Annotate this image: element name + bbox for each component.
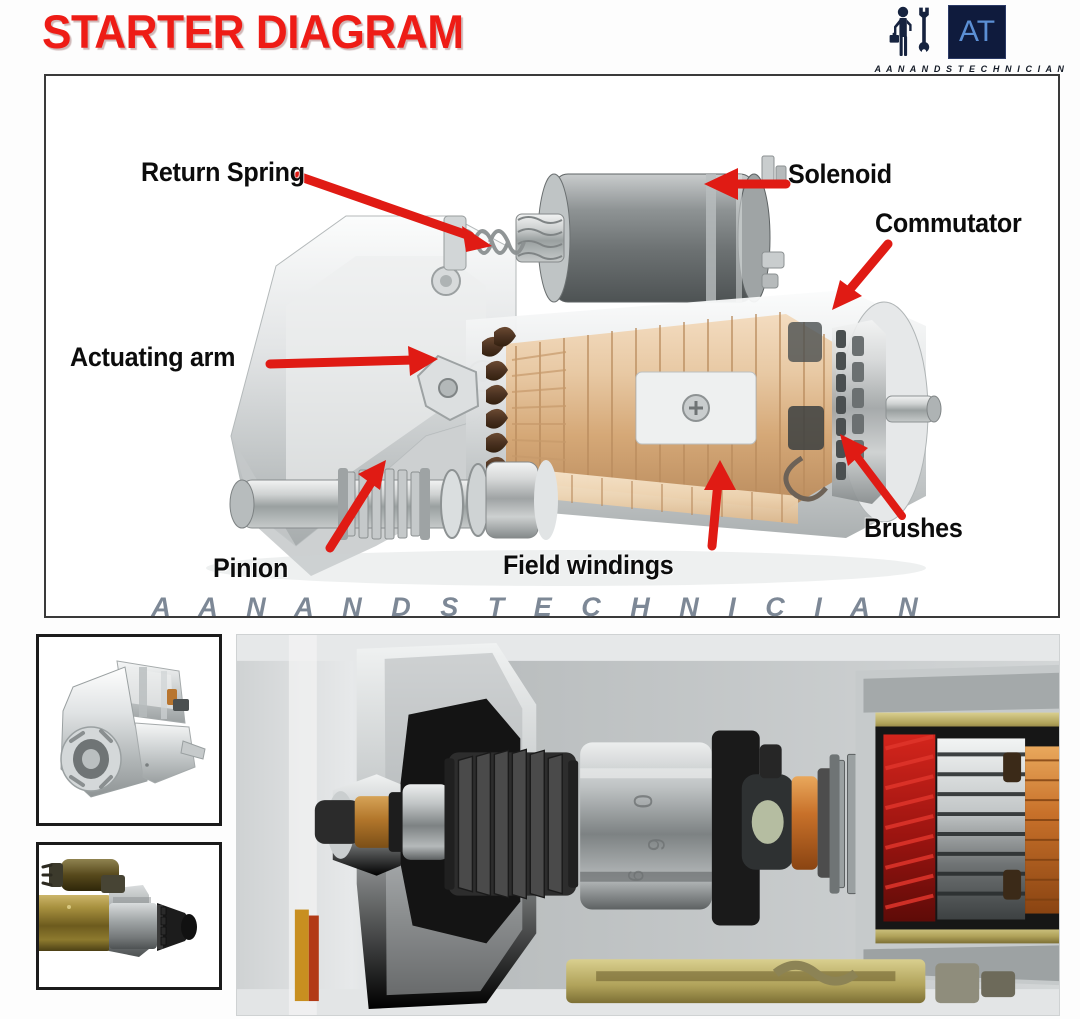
main-cutaway-photo[interactable]: 0 6 9 [236, 634, 1060, 1016]
brand-marks: AT [870, 4, 1006, 60]
technician-with-wrench-icon [889, 6, 930, 56]
label-return-spring: Return Spring [141, 157, 305, 187]
watermark-text: A A N A N D S T E C H N I C I A N [151, 592, 929, 622]
brand-name: A A N A N D S T E C H N I C I A N [874, 64, 1066, 74]
at-badge: AT [948, 5, 1006, 59]
diagram-arrows [265, 168, 906, 553]
brand-logo: AT A A N A N D S T E C H N I C I A N [870, 4, 1070, 86]
thumbnail-column [36, 634, 226, 1016]
label-actuating-arm: Actuating arm [70, 342, 236, 372]
thumbnail-chrome-starter[interactable] [36, 634, 222, 826]
label-pinion: Pinion [213, 553, 289, 583]
starter-cutaway-illustration [46, 76, 1058, 616]
chrome-starter-photo [39, 637, 219, 823]
at-badge-text: AT [958, 15, 996, 48]
thumbnail-brass-starter[interactable] [36, 842, 222, 990]
page-title: STARTER DIAGRAM [42, 5, 464, 58]
label-solenoid: Solenoid [788, 159, 892, 189]
label-brushes: Brushes [864, 513, 963, 543]
label-field-windings: Field windings [503, 550, 674, 580]
svg-text:9: 9 [623, 870, 648, 882]
page-header: STARTER DIAGRAM [0, 0, 1080, 74]
svg-text:6: 6 [642, 838, 669, 851]
svg-text:0: 0 [628, 794, 656, 808]
starter-diagram-panel: Return Spring Solenoid Commutator Actuat… [44, 74, 1060, 618]
label-commutator: Commutator [875, 208, 1022, 238]
brass-starter-photo [39, 845, 219, 987]
starter-cutaway-photograph: 0 6 9 [237, 635, 1059, 1015]
